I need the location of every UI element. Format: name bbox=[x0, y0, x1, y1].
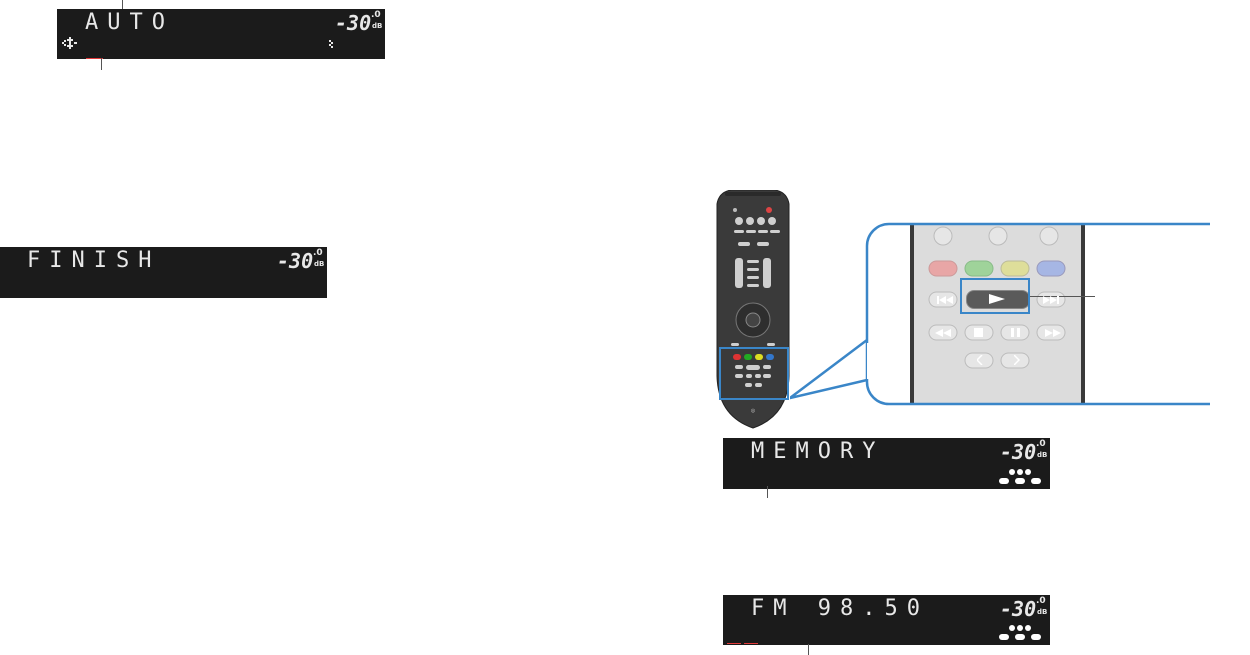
volume-unit: dB bbox=[372, 22, 383, 30]
right-indicator-icon bbox=[329, 40, 333, 48]
callout-leader bbox=[101, 58, 102, 70]
volume-unit: dB bbox=[1037, 608, 1048, 616]
front-display-finish: FINISH -30 .0 dB bbox=[0, 247, 327, 298]
volume-readout: -30 bbox=[1000, 440, 1037, 464]
play-icon bbox=[989, 294, 1005, 304]
remote-control: ◎ bbox=[716, 190, 790, 429]
fast-forward-icon bbox=[1045, 329, 1061, 337]
stop-icon bbox=[974, 328, 983, 337]
volume-decimal: .0 bbox=[313, 248, 323, 258]
callout-leader bbox=[767, 486, 768, 498]
volume-decimal: .0 bbox=[1036, 439, 1046, 449]
volume-decimal: .0 bbox=[371, 10, 381, 20]
callout-leader bbox=[1030, 296, 1095, 297]
volume-readout: -30 bbox=[1000, 597, 1037, 621]
front-display-fm: FM 98.50 -30 .0 dB bbox=[723, 595, 1050, 645]
volume-unit: dB bbox=[314, 260, 325, 268]
front-display-auto: AUTO -30 .0 dB bbox=[57, 9, 385, 59]
volume-readout: -30 bbox=[335, 11, 372, 35]
svg-text:◎: ◎ bbox=[751, 408, 756, 414]
remote-highlight-box bbox=[719, 347, 789, 400]
callout-leader bbox=[808, 644, 809, 655]
status-indicator-icon bbox=[999, 469, 1041, 484]
rewind-icon bbox=[935, 329, 951, 337]
status-indicator-icon bbox=[999, 625, 1041, 640]
display-text: FM 98.50 bbox=[751, 596, 929, 621]
front-display-memory: MEMORY -30 .0 dB bbox=[723, 438, 1050, 489]
display-text: MEMORY bbox=[751, 439, 885, 464]
volume-unit: dB bbox=[1037, 451, 1048, 459]
skip-back-icon bbox=[937, 296, 953, 304]
play-highlight-box bbox=[960, 278, 1030, 314]
left-arrow-icon bbox=[977, 355, 983, 365]
display-text: FINISH bbox=[27, 248, 161, 273]
right-arrow-icon bbox=[1014, 355, 1020, 365]
tuning-arrows-icon bbox=[62, 37, 77, 49]
display-text: AUTO bbox=[85, 10, 174, 35]
skip-forward-icon bbox=[1043, 296, 1059, 304]
pause-icon bbox=[1011, 328, 1020, 337]
signal-indicator bbox=[86, 58, 103, 59]
volume-readout: -30 bbox=[277, 249, 314, 273]
signal-indicator bbox=[744, 643, 758, 644]
volume-decimal: .0 bbox=[1036, 596, 1046, 606]
callout-leader bbox=[122, 0, 123, 10]
signal-indicator bbox=[727, 643, 741, 644]
remote-zoom-callout bbox=[790, 222, 1210, 406]
